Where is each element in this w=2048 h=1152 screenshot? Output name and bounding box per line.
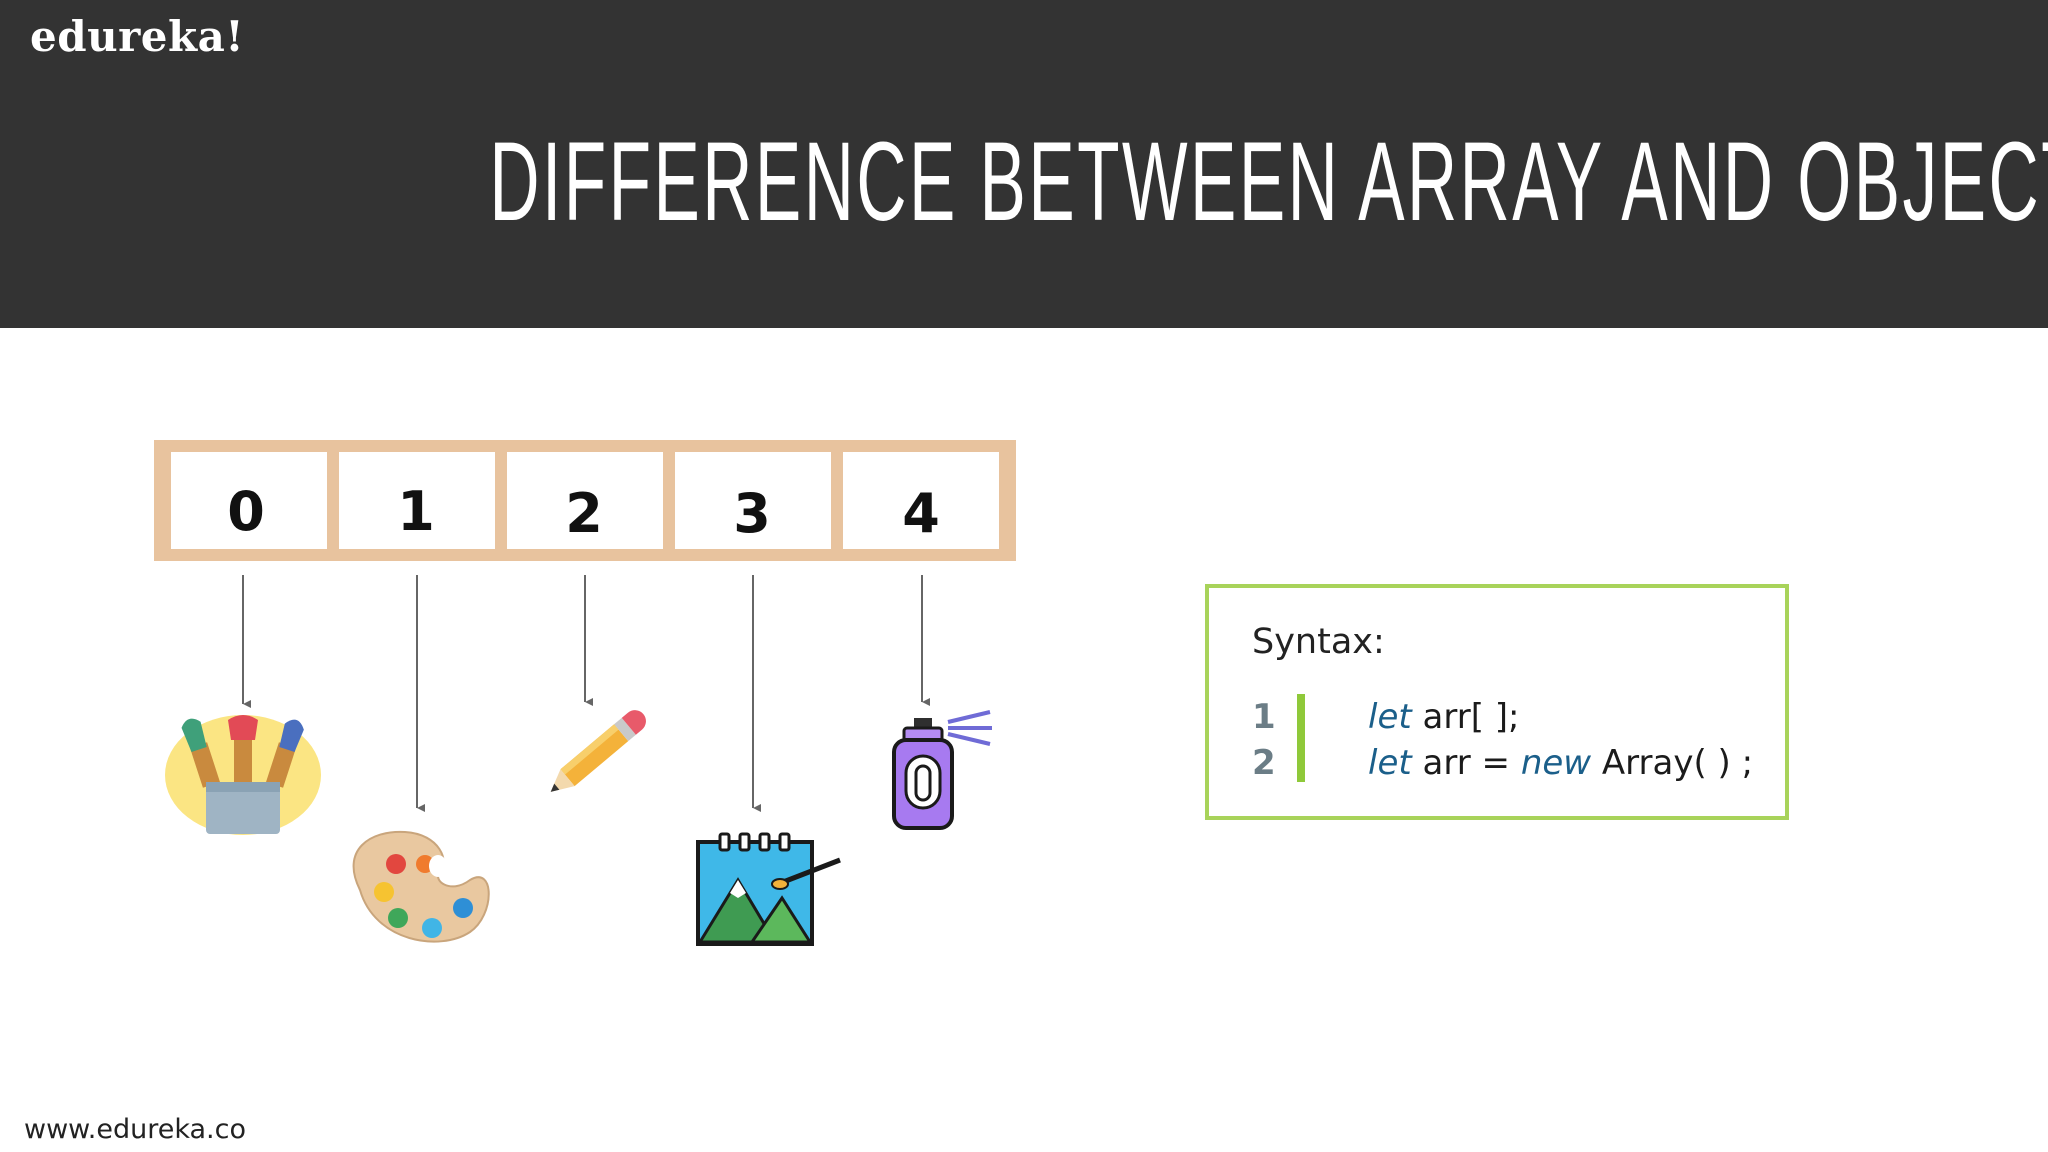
array-index-2: 2 bbox=[565, 482, 603, 545]
array-cell-4 bbox=[843, 452, 999, 549]
code-text: Array( ) ; bbox=[1591, 743, 1754, 783]
spray-paint-can-icon bbox=[892, 710, 992, 830]
array-index-3: 3 bbox=[733, 482, 771, 545]
syntax-label: Syntax: bbox=[1252, 622, 1385, 662]
line-number: 2 bbox=[1252, 743, 1276, 783]
line-number: 1 bbox=[1252, 697, 1276, 737]
code-text: arr = bbox=[1411, 743, 1521, 783]
paint-palette-icon bbox=[352, 830, 490, 943]
array-cell-3 bbox=[675, 452, 831, 549]
array-cell-0 bbox=[171, 452, 327, 549]
pencil-icon bbox=[550, 710, 646, 792]
header-bar: edureka! DIFFERENCE BETWEEN ARRAY AND OB… bbox=[0, 0, 2048, 328]
code-line-1: let arr[ ]; bbox=[1368, 694, 1753, 740]
keyword-new: new bbox=[1520, 743, 1592, 783]
array-index-4: 4 bbox=[902, 482, 940, 545]
syntax-box: Syntax: 1 2 let arr[ ]; let arr = new Ar… bbox=[1205, 584, 1789, 820]
footer-url: www.edureka.co bbox=[24, 1114, 246, 1145]
array-index-1: 1 bbox=[397, 480, 435, 543]
array-cell-2 bbox=[507, 452, 663, 549]
landscape-sketchbook-icon bbox=[696, 832, 841, 946]
array-cells bbox=[171, 452, 999, 549]
array-cell-1 bbox=[339, 452, 495, 549]
code-bar bbox=[1297, 694, 1305, 782]
paint-brushes-icon bbox=[165, 715, 321, 835]
keyword-let: let bbox=[1368, 743, 1412, 783]
line-numbers: 1 2 bbox=[1252, 694, 1276, 786]
code-block: let arr[ ]; let arr = new Array( ) ; bbox=[1368, 694, 1753, 786]
slide-title: DIFFERENCE BETWEEN ARRAY AND OBJECT bbox=[489, 119, 2048, 244]
code-line-2: let arr = new Array( ) ; bbox=[1368, 740, 1753, 786]
keyword-let: let bbox=[1368, 697, 1412, 737]
edureka-logo: edureka! bbox=[30, 12, 245, 61]
array-index-0: 0 bbox=[227, 480, 265, 543]
code-text: arr[ ]; bbox=[1411, 697, 1520, 737]
